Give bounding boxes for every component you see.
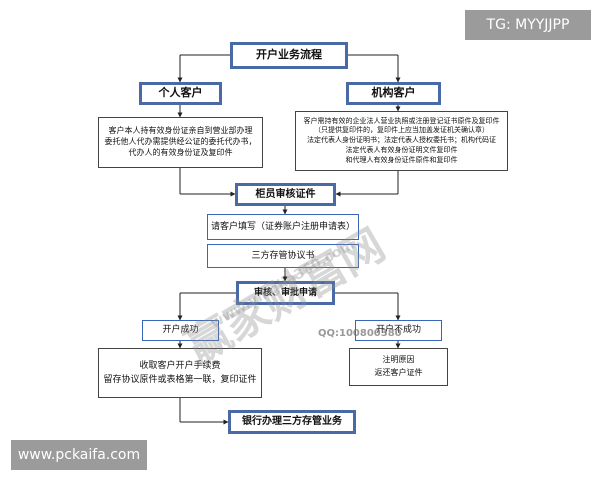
personal-desc-line-2: 委托他人代办需提供经公证的委托代办书， xyxy=(104,137,257,147)
institution-desc-line-3: 法定代表人身份证明书；法定代表人授权委托书；机构代码证 xyxy=(307,136,496,145)
fee-line-2: 留存协议原件或表格第一联，复印证件 xyxy=(103,375,257,385)
node-title-label: 开户业务流程 xyxy=(256,48,322,62)
tag-bottom-left: www.pckaifa.com xyxy=(11,440,147,470)
institution-desc-line-1: 客户需持有效的企业法人营业执照或注册登记证书原件及复印件 xyxy=(303,116,500,125)
node-personal-label: 个人客户 xyxy=(158,86,203,100)
watermark-qq: QQ:100800380 xyxy=(318,328,402,339)
node-fill-form: 请客户填写（证券账户注册申请表） xyxy=(207,214,359,240)
institution-desc-line-5: 和代理人有效身份证件原件和复印件 xyxy=(345,155,458,164)
node-title: 开户业务流程 xyxy=(230,42,348,69)
node-bank-label: 银行办理三方存管业务 xyxy=(242,416,342,428)
fail-desc-line-1: 注明原因 xyxy=(382,355,415,365)
fail-desc-line-2: 返还客户证件 xyxy=(374,368,423,377)
node-success-label: 开户成功 xyxy=(162,325,199,336)
node-fee: 收取客户开户手续费 留存协议原件或表格第一联，复印证件 xyxy=(98,348,262,398)
node-fill-form-label: 请客户填写（证券账户注册申请表） xyxy=(210,221,355,232)
institution-desc-line-4: 法定代表人有效身份证明文件复印件 xyxy=(345,145,458,154)
node-personal: 个人客户 xyxy=(139,82,222,105)
node-institution-label: 机构客户 xyxy=(371,86,416,100)
node-fail: 开户不成功 xyxy=(355,320,442,341)
fee-line-1: 收取客户开户手续费 xyxy=(139,360,221,371)
node-review: 柜员审核证件 xyxy=(235,183,336,206)
personal-desc-line-3: 代办人的有效身份证及复印件 xyxy=(128,147,233,157)
node-approve: 审核、审批申请 xyxy=(236,281,335,305)
node-fail-desc: 注明原因 返还客户证件 xyxy=(349,348,448,386)
node-bank: 银行办理三方存管业务 xyxy=(228,410,356,434)
node-institution: 机构客户 xyxy=(346,82,441,105)
node-institution-desc: 客户需持有效的企业法人营业执照或注册登记证书原件及复印件 （只提供复印件的，复印… xyxy=(295,111,508,171)
node-personal-desc: 客户本人持有效身份证亲自到营业部办理 委托他人代办需提供经公证的委托代办书， 代… xyxy=(98,117,263,168)
node-agreement: 三方存管协议书 xyxy=(207,244,359,268)
personal-desc-line-1: 客户本人持有效身份证亲自到营业部办理 xyxy=(108,126,253,136)
node-approve-label: 审核、审批申请 xyxy=(253,287,317,298)
tag-top-right: TG: MYYJJPP xyxy=(465,10,591,40)
node-fail-label: 开户不成功 xyxy=(375,325,421,336)
node-success: 开户成功 xyxy=(142,320,219,341)
node-agreement-label: 三方存管协议书 xyxy=(251,250,315,261)
node-review-label: 柜员审核证件 xyxy=(255,188,316,200)
institution-desc-line-2: （只提供复印件的，复印件上应当加盖发证机关确认章） xyxy=(314,126,489,135)
